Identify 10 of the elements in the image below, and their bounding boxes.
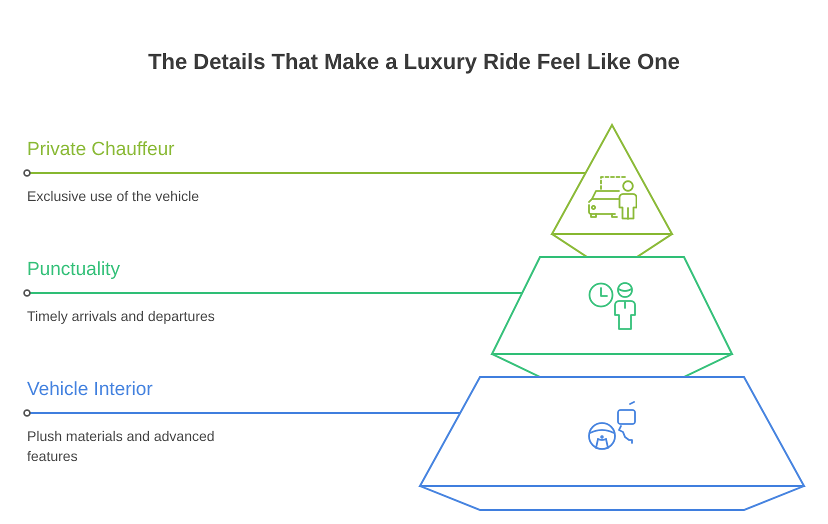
feature-heading: Private Chauffeur	[27, 138, 175, 162]
feature-description: Exclusive use of the vehicle	[27, 187, 199, 206]
feature-heading: Punctuality	[27, 258, 120, 282]
leader-line	[23, 289, 522, 297]
leader-line	[23, 409, 460, 417]
feature-description: Plush materials and advanced features	[27, 427, 216, 466]
feature-description: Timely arrivals and departures	[27, 307, 215, 326]
leader-line	[23, 169, 586, 177]
diagram-title: The Details That Make a Luxury Ride Feel Like One	[148, 48, 680, 76]
feature-heading: Vehicle Interior	[27, 378, 153, 402]
